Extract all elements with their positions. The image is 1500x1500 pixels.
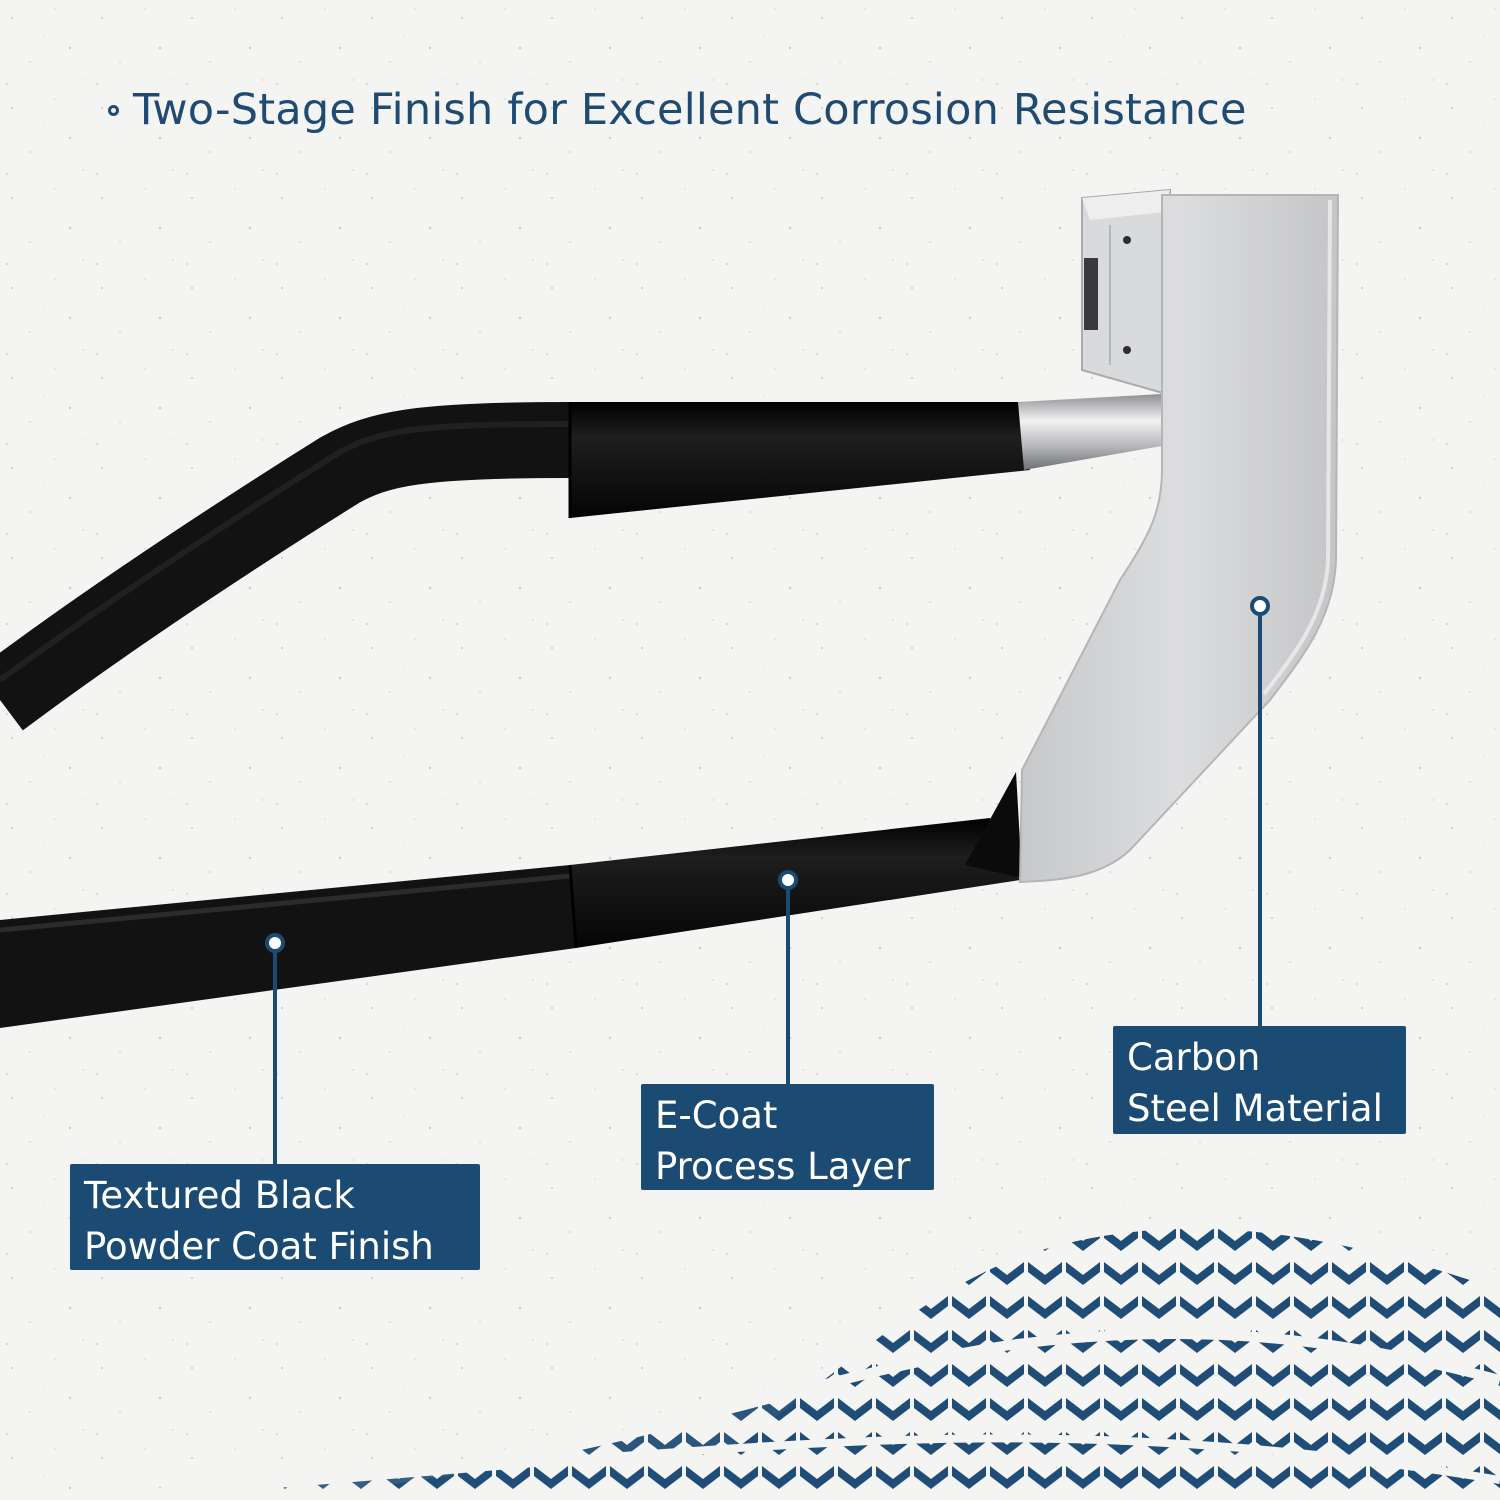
- page-title-text: Two-Stage Finish for Excellent Corrosion…: [133, 85, 1247, 135]
- ring-bullet-icon: [108, 104, 119, 116]
- callout-line: E-Coat: [655, 1094, 778, 1137]
- callout-line: Process Layer: [655, 1145, 911, 1188]
- callout-line: Carbon: [1127, 1036, 1261, 1079]
- callout-carbon-steel: Carbon Steel Material: [1113, 1026, 1406, 1134]
- upper-textured-tube: [0, 402, 571, 731]
- mounting-bracket: [1081, 188, 1171, 397]
- page-title: Two-Stage Finish for Excellent Corrosion…: [108, 82, 1247, 138]
- callout-line: Steel Material: [1127, 1087, 1383, 1130]
- callout-line: Textured Black: [84, 1174, 355, 1217]
- lower-textured-tube: [0, 865, 576, 1028]
- callout-line: Powder Coat Finish: [84, 1225, 434, 1268]
- steel-pin: [1018, 394, 1162, 470]
- callout-leaders: [265, 596, 1270, 1166]
- upper-ecoat-tube: [570, 402, 1030, 518]
- callout-e-coat: E-Coat Process Layer: [641, 1084, 934, 1190]
- tire-tread-decoration: [0, 1218, 1500, 1500]
- callout-powder-coat: Textured Black Powder Coat Finish: [70, 1164, 480, 1270]
